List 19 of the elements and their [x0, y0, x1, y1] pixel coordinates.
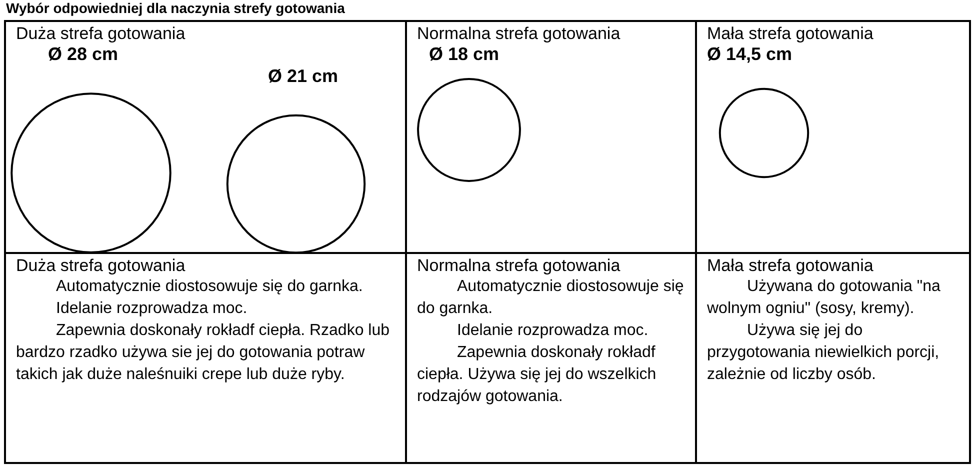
- diameter-label: Ø 14,5 cm: [707, 44, 792, 65]
- description-text: Idelanie rozprowadza moc.: [456, 321, 650, 341]
- description-text: Używana do gotowania "na wolnym ogniu" (sosy, kremy).: [707, 277, 942, 319]
- diameter-label: Ø 21 cm: [268, 66, 338, 87]
- description-text: Automatycznie diostosowuje się do garnka.: [55, 277, 364, 297]
- cell-heading: Mała strefa gotowania: [707, 256, 874, 276]
- cell-heading: Normalna strefa gotowania: [417, 256, 620, 276]
- description-text: Idelanie rozprowadza moc.: [55, 299, 248, 319]
- description-text: Używa się jej do przygotowania niewielkich porcji, zależnie od liczby osób.: [707, 321, 940, 385]
- description-text: Automatycznie diostosowuje się do garnka.: [417, 277, 685, 319]
- cell-heading: Duża strefa gotowania: [16, 256, 186, 276]
- page-title: Wybór odpowiedniej dla naczynia strefy gotowania: [6, 0, 345, 16]
- diameter-label: Ø 28 cm: [48, 44, 118, 65]
- cell-heading: Mała strefa gotowania: [707, 24, 874, 44]
- cell-heading: Normalna strefa gotowania: [417, 24, 620, 44]
- diameter-label: Ø 18 cm: [429, 44, 500, 65]
- description-text: Zapewnia doskonały rokładf ciepła. Rzadko lub bardzo rzadko używa sie jej do gotowania potraw takich jak duże naleśnuiki crepe lub duże ryby.: [16, 321, 391, 385]
- description-text: Zapewnia doskonały rokładf ciepła. Używa się jej do wszelkich rodzajów gotowania.: [417, 343, 658, 407]
- cell-heading: Duża strefa gotowania: [16, 24, 186, 44]
